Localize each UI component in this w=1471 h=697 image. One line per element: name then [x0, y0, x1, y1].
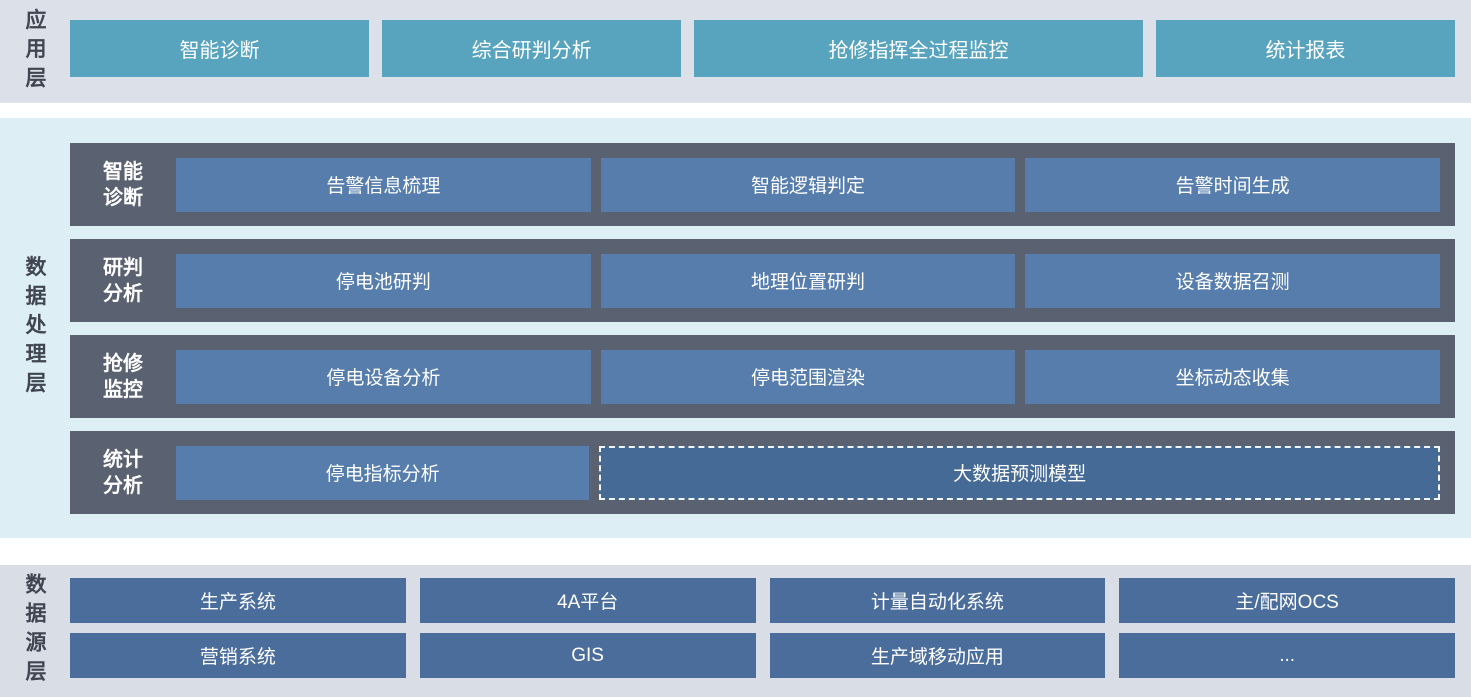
processing-row-statistical-analysis: 统计 分析 停电指标分析 大数据预测模型 — [70, 431, 1455, 514]
application-layer-boxes: 智能诊断 综合研判分析 抢修指挥全过程监控 统计报表 — [70, 20, 1455, 77]
app-box-label: 智能诊断 — [179, 40, 260, 62]
data-source-layer-label: 数据源层 — [23, 573, 46, 689]
src-box-metering-automation-system: 计量自动化系统 — [769, 578, 1106, 623]
source-grid: 生产系统 4A平台 计量自动化系统 主/配网OCS 营销系统 GIS — [70, 578, 1455, 678]
processing-row-intelligent-diagnosis: 智能 诊断 告警信息梳理 智能逻辑判定 告警时间生成 — [70, 143, 1455, 226]
src-box-label: 生产域移动应用 — [870, 647, 1004, 668]
proc-box-alarm-info-sorting: 告警信息梳理 — [176, 157, 591, 212]
source-row-1: 生产系统 4A平台 计量自动化系统 主/配网OCS — [70, 578, 1455, 623]
data-source-layer-band: 数据源层 生产系统 4A平台 计量自动化系统 主/配网OCS 营销系统 — [0, 565, 1471, 697]
proc-box-outage-device-analysis: 停电设备分析 — [176, 349, 591, 404]
proc-box-label: 坐标动态收集 — [1175, 368, 1290, 389]
proc-box-label: 停电池研判 — [335, 272, 431, 293]
src-box-marketing-system: 营销系统 — [70, 633, 406, 678]
src-box-label: 计量自动化系统 — [870, 592, 1004, 613]
src-box-label: 生产系统 — [199, 592, 276, 613]
src-box-label: 营销系统 — [199, 647, 276, 668]
row-title-line2: 分析 — [103, 282, 143, 305]
processing-row-research-analysis: 研判 分析 停电池研判 地理位置研判 设备数据召测 — [70, 239, 1455, 322]
proc-box-intelligent-logic-judgment: 智能逻辑判定 — [600, 157, 1016, 212]
proc-box-label: 停电设备分析 — [326, 368, 441, 389]
row-title-line1: 智能 — [103, 160, 143, 183]
application-layer-label: 应用层 — [23, 8, 46, 95]
proc-box-geographic-location-analysis: 地理位置研判 — [600, 253, 1016, 308]
proc-box-big-data-prediction-model: 大数据预测模型 — [599, 445, 1440, 500]
src-box-4a-platform: 4A平台 — [419, 578, 756, 623]
application-layer-band: 应用层 智能诊断 综合研判分析 抢修指挥全过程监控 统计报表 — [0, 0, 1471, 103]
src-box-ellipsis: ... — [1119, 633, 1455, 678]
processing-row-title: 研判 分析 — [70, 255, 176, 307]
processing-row-boxes: 停电设备分析 停电范围渲染 坐标动态收集 — [176, 349, 1455, 404]
data-processing-layer-label: 数据处理层 — [23, 255, 46, 401]
src-box-label: 4A平台 — [557, 592, 619, 613]
proc-box-coordinate-dynamic-collection: 坐标动态收集 — [1025, 349, 1441, 404]
source-row-2: 营销系统 GIS 生产域移动应用 ... — [70, 633, 1455, 678]
app-box-label: 统计报表 — [1265, 40, 1346, 62]
proc-box-label: 设备数据召测 — [1175, 272, 1290, 293]
app-box-repair-command-monitoring: 抢修指挥全过程监控 — [694, 20, 1143, 77]
processing-row-boxes: 告警信息梳理 智能逻辑判定 告警时间生成 — [176, 157, 1455, 212]
processing-row-title: 统计 分析 — [70, 447, 176, 499]
processing-rows: 智能 诊断 告警信息梳理 智能逻辑判定 告警时间生成 — [70, 143, 1455, 514]
app-box-comprehensive-analysis: 综合研判分析 — [382, 20, 682, 77]
proc-box-label: 大数据预测模型 — [953, 464, 1087, 485]
processing-row-repair-monitoring: 抢修 监控 停电设备分析 停电范围渲染 坐标动态收集 — [70, 335, 1455, 418]
app-box-label: 综合研判分析 — [471, 40, 592, 62]
proc-box-label: 停电指标分析 — [325, 464, 440, 485]
proc-box-outage-indicator-analysis: 停电指标分析 — [176, 445, 590, 500]
src-box-production-mobile-app: 生产域移动应用 — [769, 633, 1106, 678]
row-title-line2: 诊断 — [103, 186, 143, 209]
proc-box-label: 告警时间生成 — [1175, 176, 1290, 197]
src-box-production-system: 生产系统 — [70, 578, 406, 623]
row-title-line2: 监控 — [103, 378, 143, 401]
row-title-line2: 分析 — [103, 474, 143, 497]
data-processing-layer-band: 数据处理层 智能 诊断 告警信息梳理 智能逻辑判定 告警时间生成 — [0, 118, 1471, 538]
app-box-label: 抢修指挥全过程监控 — [828, 40, 1009, 62]
src-box-label: 主/配网OCS — [1235, 592, 1339, 613]
proc-box-label: 告警信息梳理 — [326, 176, 441, 197]
processing-row-title: 抢修 监控 — [70, 351, 176, 403]
proc-box-outage-analysis: 停电池研判 — [176, 253, 591, 308]
proc-box-label: 智能逻辑判定 — [751, 176, 866, 197]
proc-box-alarm-time-generation: 告警时间生成 — [1025, 157, 1441, 212]
processing-row-title: 智能 诊断 — [70, 159, 176, 211]
app-box-statistical-reports: 统计报表 — [1155, 20, 1455, 77]
processing-row-boxes: 停电池研判 地理位置研判 设备数据召测 — [176, 253, 1455, 308]
proc-box-outage-range-rendering: 停电范围渲染 — [600, 349, 1016, 404]
row-title-line1: 统计 — [103, 448, 143, 471]
proc-box-device-data-retrieval: 设备数据召测 — [1025, 253, 1441, 308]
proc-box-label: 地理位置研判 — [751, 272, 866, 293]
row-title-line1: 研判 — [103, 256, 143, 279]
src-box-main-distribution-ocs: 主/配网OCS — [1119, 578, 1455, 623]
src-box-label: ... — [1279, 644, 1296, 666]
src-box-gis: GIS — [419, 633, 756, 678]
src-box-label: GIS — [571, 644, 604, 666]
row-title-line1: 抢修 — [103, 352, 143, 375]
app-box-intelligent-diagnosis: 智能诊断 — [70, 20, 370, 77]
proc-box-label: 停电范围渲染 — [751, 368, 866, 389]
processing-row-boxes: 停电指标分析 大数据预测模型 — [176, 445, 1455, 500]
